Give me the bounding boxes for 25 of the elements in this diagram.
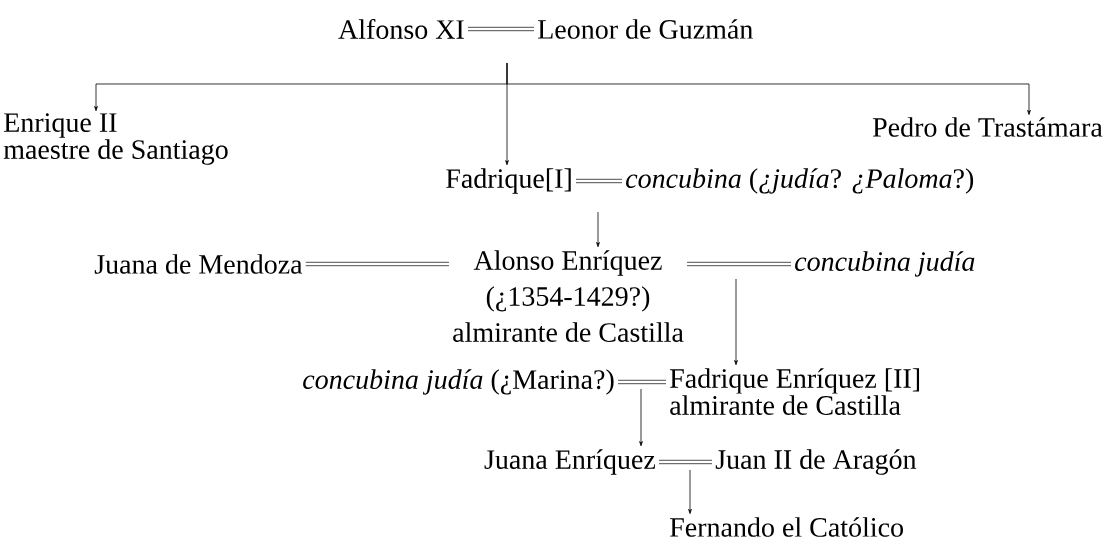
marriage-sign [617, 379, 667, 385]
person-name: Leonor de Guzmán [538, 19, 753, 39]
person-name: Juan II de Aragón [715, 449, 917, 475]
marriage-sign [575, 178, 623, 184]
marriage-sign [686, 261, 792, 267]
person-name: Pedro de Trastámara [872, 117, 1103, 137]
person-name: Enrique II maestre de Santiago [3, 113, 228, 165]
descent-arrow [734, 278, 738, 366]
marriage-sign [658, 459, 713, 465]
marriage-sign [305, 261, 450, 267]
person-name: concubina judía [795, 251, 975, 277]
person-name: Alfonso XI [338, 19, 464, 39]
person-name: Alonso Enríquez (¿1354-1429?) almirante de Castilla [453, 250, 684, 342]
person-name: Fadrique Enríquez [II] almirante de Castilla [670, 368, 920, 415]
descent-arrow [506, 62, 1031, 116]
person-name: Juana de Mendoza [94, 254, 303, 274]
descent-arrow [639, 388, 643, 447]
person-name: Juana Enríquez [484, 449, 656, 475]
descent-arrow [688, 469, 692, 514]
person-name: Fadrique[I] [446, 168, 571, 194]
marriage-sign [467, 26, 535, 32]
descent-arrow [596, 211, 600, 248]
person-name: Fernando el Católico [670, 517, 903, 537]
person-name: concubina (¿judía? ¿Paloma?) [626, 168, 974, 194]
person-name: concubina judía (¿Marina?) [303, 369, 614, 395]
